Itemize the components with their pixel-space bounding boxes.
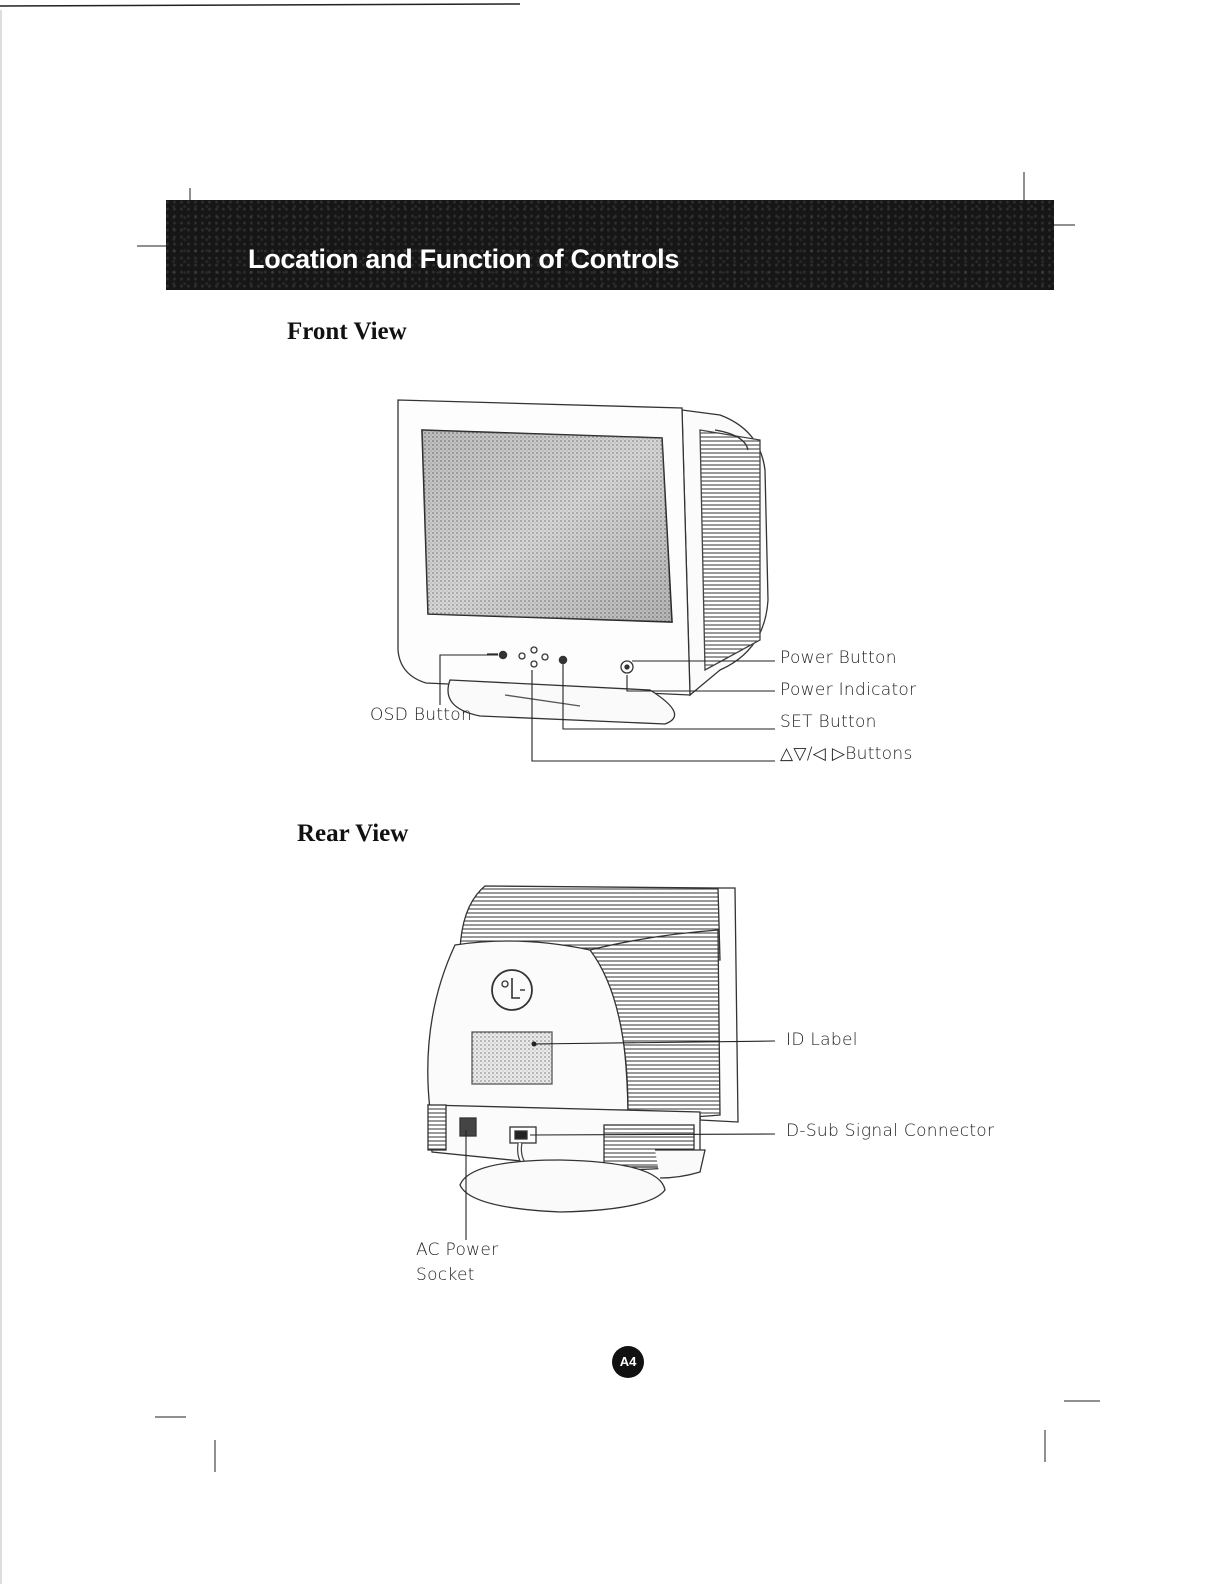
rear-monitor-illustration: [428, 886, 738, 1212]
crop-marks: [137, 172, 1100, 1472]
id-label-label: ID Label: [786, 1030, 858, 1050]
dsub-connector-label: D-Sub Signal Connector: [786, 1121, 994, 1141]
front-view-heading: Front View: [287, 318, 407, 346]
ac-power-label-line2: Socket: [416, 1265, 475, 1285]
power-indicator-label: Power Indicator: [780, 680, 916, 700]
page-title: Location and Function of Controls: [248, 244, 679, 275]
ac-power-label-line1: AC Power: [416, 1240, 498, 1260]
scan-edge-line: [0, 4, 520, 6]
front-monitor-illustration: [398, 400, 768, 724]
osd-button-label: OSD Button: [370, 705, 472, 725]
power-button-label: Power Button: [780, 648, 897, 668]
set-button-label: SET Button: [780, 712, 877, 732]
arrow-buttons-label: △▽/◁ ▷Buttons: [780, 744, 913, 764]
rear-view-heading: Rear View: [297, 820, 408, 848]
page-number-badge: A4: [612, 1346, 644, 1378]
